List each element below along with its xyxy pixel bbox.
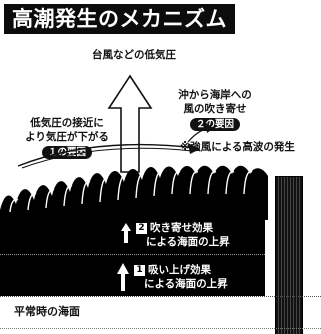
small-arrow-icon	[187, 123, 214, 143]
sea-band	[0, 218, 265, 296]
normal-sea-level-line	[0, 296, 321, 297]
factor2-text: 沖から海岸への 風の吹き寄せ ２の要因	[170, 88, 260, 131]
effect1-line1: 吸い上げ効果	[148, 264, 211, 276]
factor2-line1: 沖から海岸への	[178, 89, 252, 101]
factor1-line2: より気圧が下がる	[25, 131, 109, 143]
effect1-num: 1	[134, 264, 145, 276]
waves-icon	[0, 165, 268, 220]
storm-surge-note: ※強風による高波の発生	[180, 141, 295, 153]
normal-sea-level-label: 平常時の海面	[14, 305, 80, 318]
page-title: 高潮発生のメカニズム	[4, 4, 235, 34]
seawall	[275, 176, 303, 334]
factor2-line2: 風の吹き寄せ	[183, 103, 247, 115]
typhoon-label: 台風などの低気圧	[92, 49, 176, 61]
band-divider	[0, 254, 265, 255]
effect2-line1: 吹き寄せ効果	[150, 222, 213, 234]
effect1-line2: による海面の上昇	[144, 278, 228, 290]
effect2-line2: による海面の上昇	[146, 236, 230, 248]
effect2-num: 2	[136, 222, 147, 234]
wind-arrow-icon	[17, 143, 200, 169]
effect1-arrow-icon	[117, 263, 129, 291]
factor1-line1: 低気圧の接近に	[30, 117, 104, 129]
factor2-badge: ２の要因	[189, 118, 240, 131]
bottom-line	[0, 328, 321, 329]
effect2-arrow-icon	[121, 223, 131, 243]
